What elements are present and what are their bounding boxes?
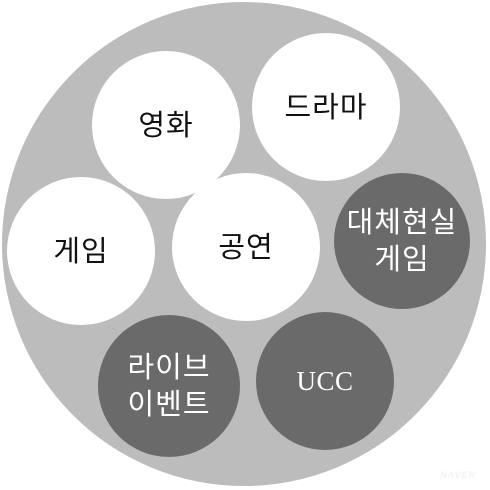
node-performance: 공연 bbox=[172, 173, 320, 321]
node-vr-game: 대체현실 게임 bbox=[334, 173, 470, 309]
node-live-event-label-2: 이벤트 bbox=[127, 387, 211, 421]
node-movie-label: 영화 bbox=[138, 107, 194, 142]
node-ucc: UCC bbox=[256, 312, 394, 450]
node-live-event-label-1: 라이브 bbox=[127, 350, 211, 384]
node-ucc-label: UCC bbox=[296, 365, 354, 396]
node-drama-label: 드라마 bbox=[284, 89, 368, 124]
node-game: 게임 bbox=[7, 177, 155, 325]
node-game-label: 게임 bbox=[53, 233, 109, 268]
naver-watermark: NAVER bbox=[440, 470, 476, 480]
node-movie: 영화 bbox=[92, 51, 240, 199]
node-vr-game-label-1: 대체현실 bbox=[346, 205, 458, 239]
node-vr-game-label-2: 게임 bbox=[374, 242, 430, 276]
node-drama: 드라마 bbox=[252, 33, 400, 181]
node-live-event: 라이브 이벤트 bbox=[98, 315, 240, 457]
node-performance-label: 공연 bbox=[218, 229, 274, 264]
